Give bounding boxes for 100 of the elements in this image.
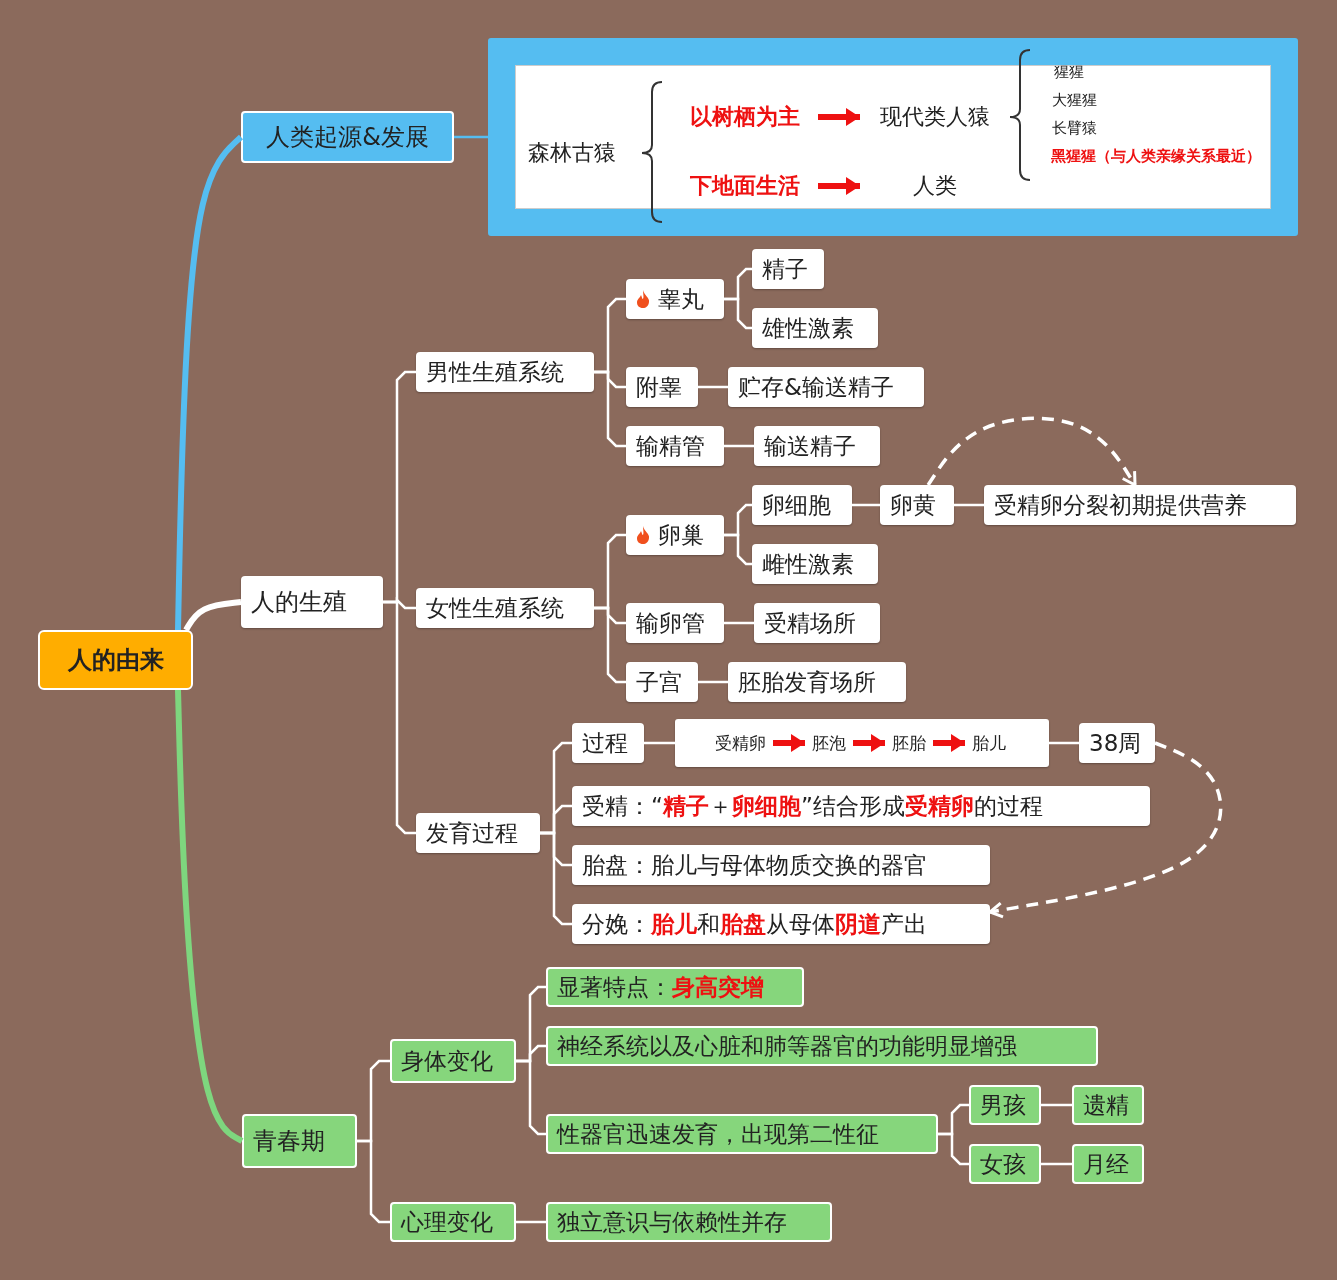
node-text: 黑猩猩（与人类亲缘关系最近） [1051,146,1261,166]
node-text: 长臂猿 [1051,118,1097,138]
topic-label: 受精卵分裂初期提供营养 [994,490,1247,520]
node-text: 猩猩 [1054,62,1084,82]
topic-box [626,515,724,555]
topic-label: 卵黄 [890,490,936,520]
branch-line [954,503,984,507]
topic-label: 人类起源&发展 [266,122,429,153]
topic-label: 女孩 [980,1149,1026,1179]
branch-line [183,599,242,632]
topic-box [626,426,724,466]
topic-label: 过程 [582,728,628,758]
topic-box [1079,723,1155,763]
arrow [773,734,805,752]
topic-label: 遗精 [1083,1090,1129,1120]
topic-label: 输卵管 [636,608,705,638]
arrow [933,734,965,752]
topic-box [1072,1144,1144,1184]
topic-box [572,904,990,944]
central-topic-box [38,630,193,690]
topic-box [754,426,880,466]
branch-line [1041,1103,1072,1107]
topic-box [242,1114,357,1168]
branch-line [698,680,728,684]
dashed-arrow [988,741,1223,919]
branch-line [698,385,728,389]
topic-label: 子宫 [636,667,682,697]
topic-box [241,576,383,628]
arrow [853,734,885,752]
topic-box [752,544,878,584]
node-text: 人类 [913,172,957,200]
branch-line [724,533,752,566]
node-text: 森林古猿 [528,139,616,167]
topic-label: 心理变化 [401,1207,493,1237]
topic-label: 输送精子 [764,431,856,461]
topic-label: 发育过程 [426,818,518,848]
topic-box [416,813,540,853]
branch-line [724,297,752,330]
topic-box [969,1144,1041,1184]
topic-label: 受精场所 [764,608,856,638]
node-text: 以树栖为主 [690,103,800,131]
sequence-box [675,719,1049,767]
topic-label: 人的由来 [67,645,164,676]
topic-box [880,485,954,525]
branch-line [644,741,675,745]
branch-line [454,135,488,139]
topic-label: 分娩：胎儿和胎盘从母体阴道产出 [582,909,927,939]
dashed-arrow [926,416,1137,487]
branch-line [724,621,754,625]
branch-line [540,831,572,926]
topic-box [984,485,1296,525]
topic-label: 睾丸 [658,284,704,314]
arrow [818,108,860,126]
branch-line [175,689,244,1144]
topic-box [546,967,804,1007]
topic-box [754,603,880,643]
topic-label: 独立意识与依赖性并存 [557,1207,787,1237]
topic-box [626,662,698,702]
topic-label: 卵细胞 [762,490,831,520]
topic-label: 38周 [1089,728,1142,758]
topic-box [572,786,1150,826]
topic-box [752,308,878,348]
branch-line [594,370,626,448]
topic-label: 雄性激素 [762,313,854,343]
topic-label: 性器官迅速发育，出现第二性征 [557,1119,879,1149]
branch-line [1049,741,1079,745]
topic-box [728,662,906,702]
topic-label: 男孩 [980,1090,1026,1120]
picture-panel [488,38,1298,236]
topic-box [241,111,454,163]
topic-label: 身体变化 [401,1046,493,1076]
topic-box [626,279,724,319]
arrow [818,177,860,195]
topic-box [390,1039,516,1083]
topic-box [1072,1085,1144,1125]
topic-label: 女性生殖系统 [426,593,564,623]
node-text: 下地面生活 [690,172,800,200]
topic-label: 贮存&输送精子 [738,372,894,402]
node-text: 现代类人猿 [880,103,990,131]
topic-box [416,352,594,392]
topic-label: 输精管 [636,431,705,461]
topic-label: 人的生殖 [251,587,347,618]
topic-label: 胚胎发育场所 [738,667,876,697]
topic-label: 月经 [1083,1149,1129,1179]
branch-line [724,444,754,448]
branch-line [938,1132,969,1166]
topic-box [969,1085,1041,1125]
branch-line [516,1059,546,1136]
branch-line [516,1220,546,1224]
branch-line [1041,1162,1072,1166]
topic-label: 受精：“精子＋卵细胞”结合形成受精卵的过程 [582,791,1043,821]
topic-label: 雌性激素 [762,549,854,579]
topic-box [416,588,594,628]
topic-box [546,1026,1098,1066]
branch-line [357,1139,390,1224]
topic-label: 神经系统以及心脏和肺等器官的功能明显增强 [557,1031,1017,1061]
topic-label: 青春期 [253,1126,325,1157]
topic-box [572,845,990,885]
topic-box [752,249,824,289]
topic-label: 胎盘：胎儿与母体物质交换的器官 [582,850,927,880]
